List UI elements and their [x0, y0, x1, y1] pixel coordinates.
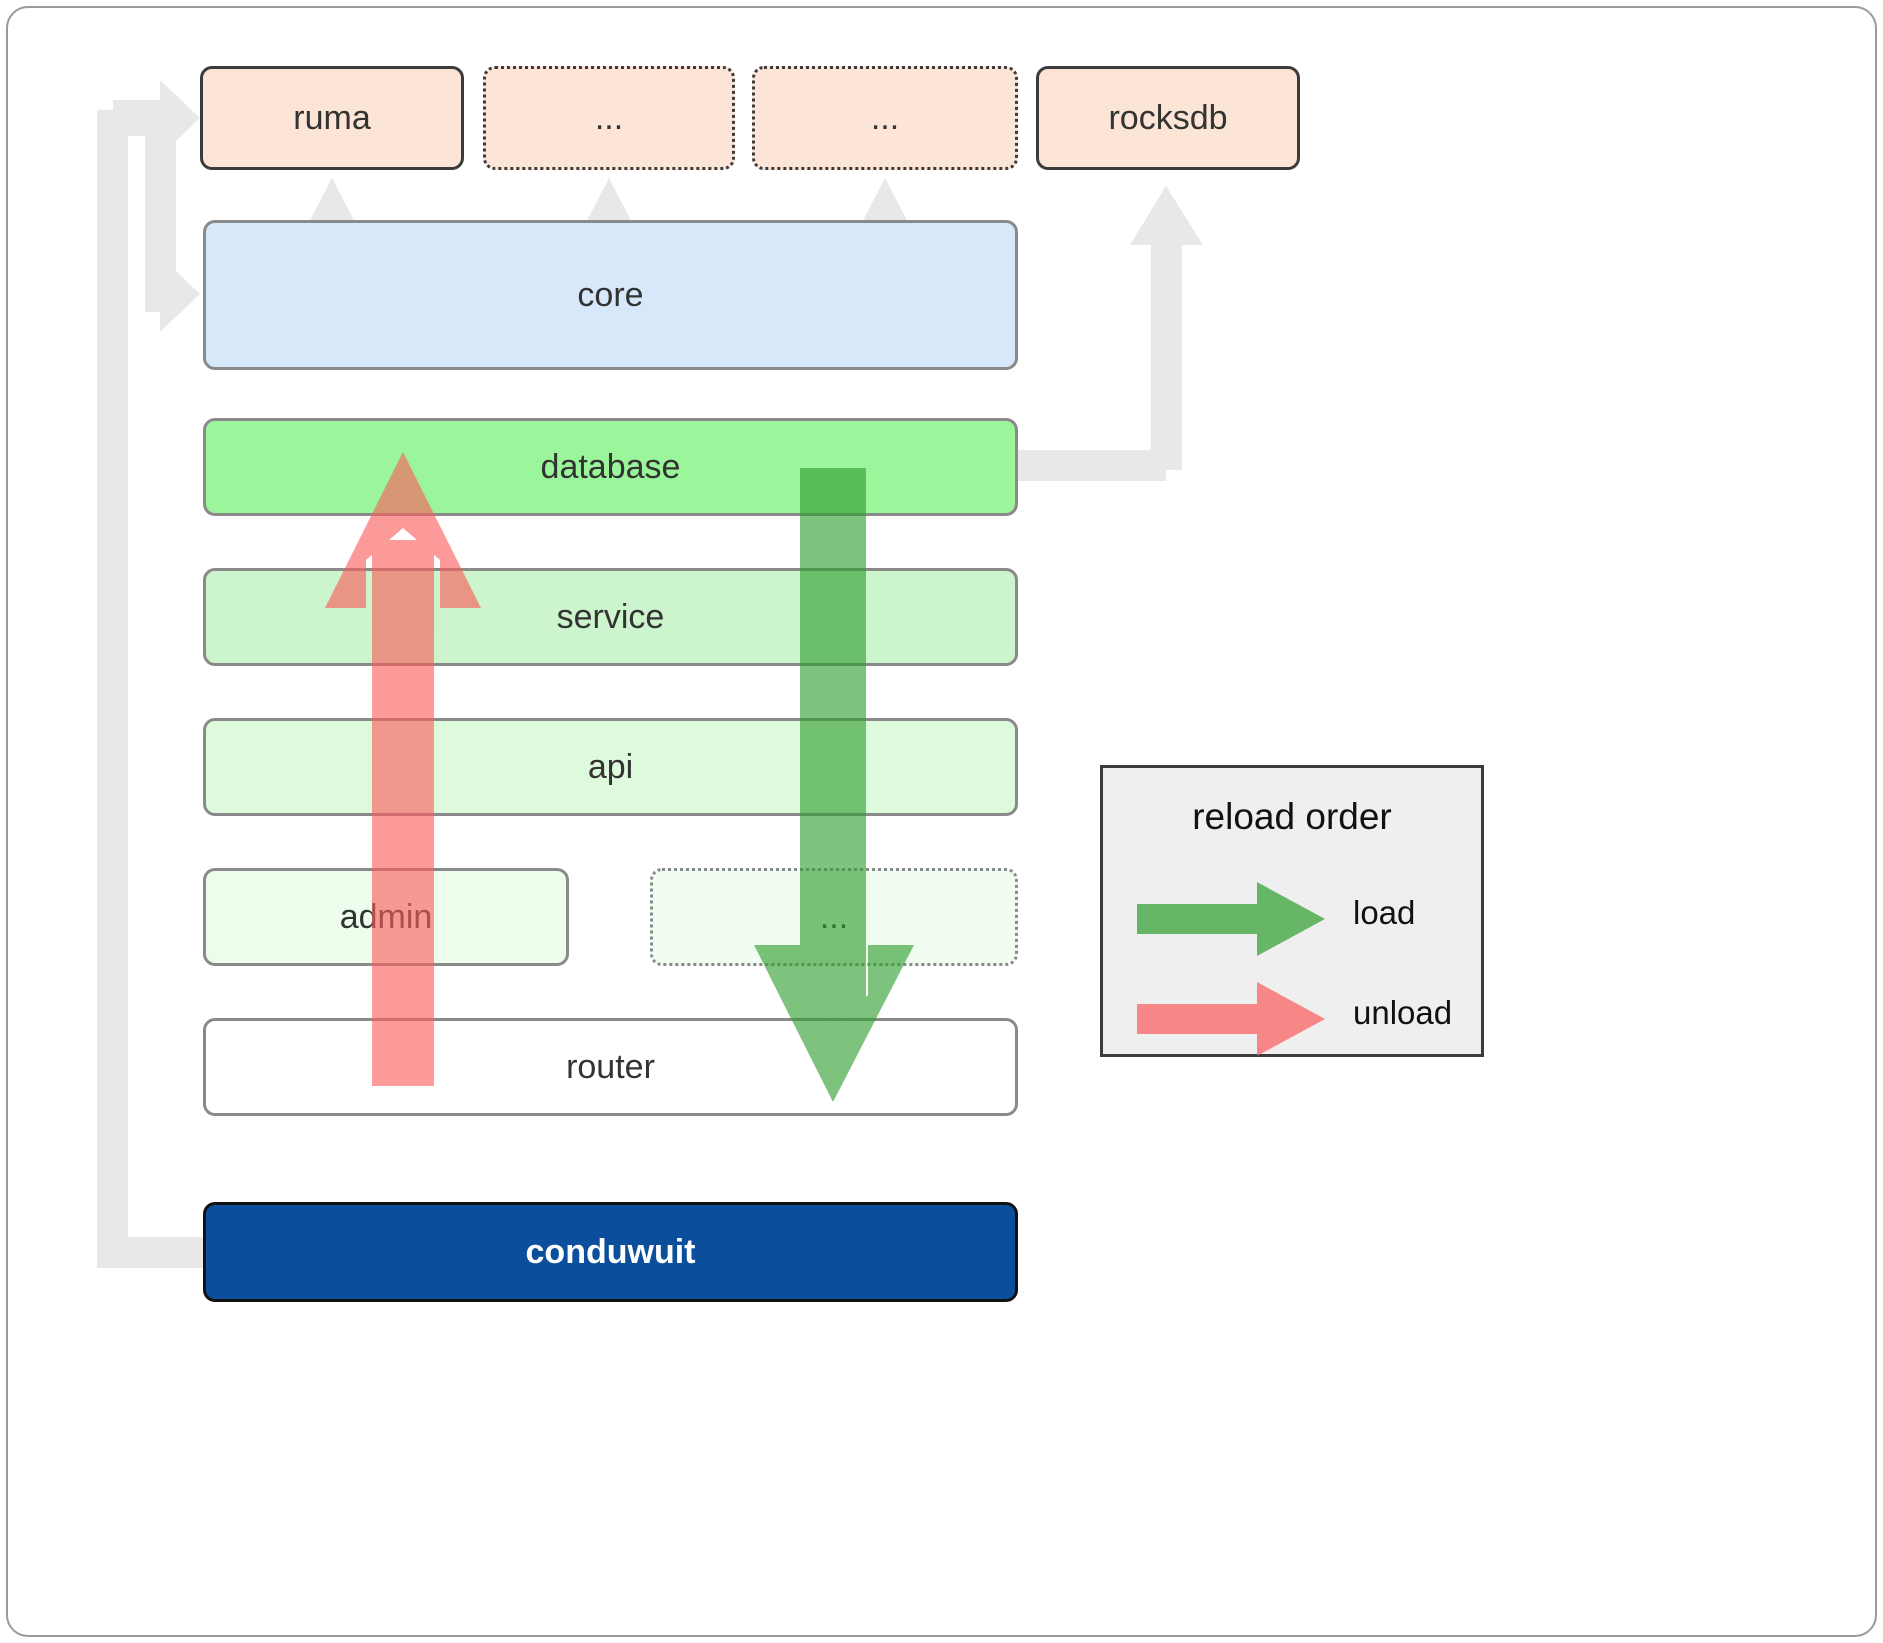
legend-load-label: load	[1353, 894, 1416, 931]
legend-load-swatch	[1137, 878, 1325, 956]
node-database[interactable]: database	[203, 418, 1018, 516]
node-service[interactable]: service	[203, 568, 1018, 666]
node-admin-label: admin	[339, 897, 433, 936]
legend-panel: reload order load	[1100, 765, 1484, 1057]
node-core[interactable]: core	[203, 220, 1018, 370]
node-ruma[interactable]: ruma	[200, 66, 464, 170]
node-api[interactable]: api	[203, 718, 1018, 816]
node-crate-ellipsis-1-label: ...	[594, 98, 624, 137]
node-router[interactable]: router	[203, 1018, 1018, 1116]
node-crate-ellipsis-2-label: ...	[870, 98, 900, 137]
legend-unload: unload	[1137, 978, 1453, 1056]
node-rocksdb-label: rocksdb	[1108, 98, 1228, 137]
legend-title: reload order	[1192, 796, 1392, 837]
node-conduwuit[interactable]: conduwuit	[203, 1202, 1018, 1302]
node-layer-ellipsis[interactable]: ...	[650, 868, 1018, 966]
legend-load: load	[1137, 878, 1416, 956]
node-ruma-label: ruma	[293, 98, 371, 137]
node-layer-ellipsis-label: ...	[819, 897, 849, 936]
node-router-label: router	[566, 1047, 655, 1086]
node-service-label: service	[556, 597, 665, 636]
node-crate-ellipsis-1[interactable]: ...	[483, 66, 735, 170]
node-admin[interactable]: admin	[203, 868, 569, 966]
legend-unload-label: unload	[1353, 994, 1453, 1031]
node-rocksdb[interactable]: rocksdb	[1036, 66, 1300, 170]
node-api-label: api	[587, 747, 634, 786]
node-core-label: core	[577, 275, 644, 314]
node-database-label: database	[540, 447, 681, 486]
legend-unload-swatch	[1137, 978, 1325, 1056]
node-crate-ellipsis-2[interactable]: ...	[752, 66, 1018, 170]
node-conduwuit-label: conduwuit	[525, 1232, 696, 1271]
